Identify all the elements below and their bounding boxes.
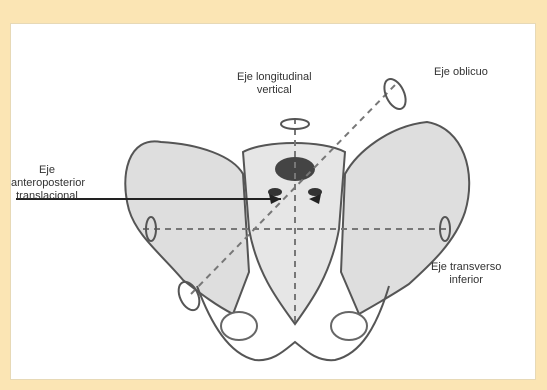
oblique-rotation-arrow [380, 76, 410, 113]
label-longitudinal-line1: Eje longitudinal [237, 71, 312, 84]
label-longitudinal-line2: vertical [237, 84, 312, 97]
label-anteroposterior-line3: translacional [11, 190, 83, 203]
label-anteroposterior-line1: Eje [11, 164, 83, 177]
label-anteroposterior-line2: anteroposterior [11, 177, 83, 190]
label-anteroposterior-axis: Eje anteroposterior translacional [11, 164, 83, 203]
label-transverse-axis: Eje transverso inferior [431, 261, 501, 287]
figure-panel: Eje longitudinal vertical Eje oblicuo Ej… [10, 23, 536, 380]
label-oblique-axis: Eje oblicuo [434, 66, 488, 79]
label-transverse-line1: Eje transverso [431, 261, 501, 274]
label-longitudinal-axis: Eje longitudinal vertical [237, 71, 312, 97]
left-iliac-wing [125, 141, 249, 314]
label-transverse-line2: inferior [431, 274, 501, 287]
left-obturator [221, 312, 257, 340]
right-obturator [331, 312, 367, 340]
